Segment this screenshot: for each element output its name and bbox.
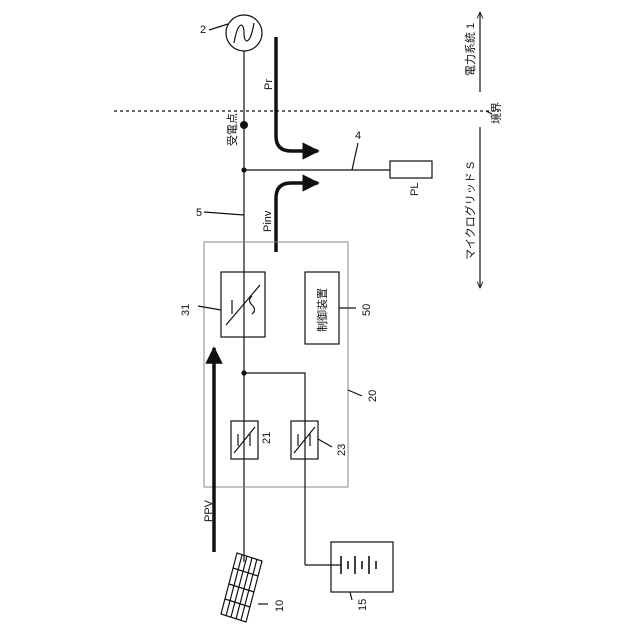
pv-panel-10 xyxy=(221,553,262,622)
controller50-label: 50 xyxy=(361,304,373,316)
grid-source xyxy=(226,15,262,51)
grid-number-label: 2 xyxy=(200,24,206,36)
ppv-label: PPV xyxy=(203,499,215,522)
inverter-ac-symbol xyxy=(250,296,255,314)
controller-text: 制御装置 xyxy=(315,288,329,332)
inverter31-label: 31 xyxy=(180,304,192,316)
inverter31-leader xyxy=(198,306,221,310)
pr-label: Pr xyxy=(263,79,275,90)
pv10-label: 10 xyxy=(274,600,286,612)
receiving-point-dot xyxy=(240,121,248,129)
box20-label: 20 xyxy=(367,390,379,402)
microgrid-label: マイクログリッド S xyxy=(463,162,477,260)
grid-region-label: 電力系統 1 xyxy=(463,23,477,76)
line5-leader xyxy=(204,212,244,215)
converter23-label: 23 xyxy=(336,444,348,456)
pl-label: PL xyxy=(409,183,421,196)
receiving-point-label: 受電点 xyxy=(226,113,239,146)
box20-leader xyxy=(348,390,362,396)
line4-leader xyxy=(352,143,358,170)
inverter-diagonal xyxy=(226,285,260,325)
converter23-leader xyxy=(318,439,332,447)
power-conditioner-box-20 xyxy=(204,242,348,487)
line5-label: 5 xyxy=(196,207,202,219)
boundary-label: 境界 xyxy=(489,102,503,124)
pr-flow-arrow xyxy=(276,37,318,151)
converter21-label: 21 xyxy=(261,432,273,444)
line4-label: 4 xyxy=(355,130,361,142)
battery-branch-line xyxy=(244,373,305,565)
load-pl xyxy=(390,161,432,178)
battery-cells-icon xyxy=(341,556,376,574)
grid-number-leader xyxy=(209,24,228,30)
battery15-label: 15 xyxy=(357,599,369,611)
sine-wave-icon xyxy=(234,23,254,43)
battery15-leader xyxy=(350,592,352,600)
load-branch-node xyxy=(241,167,246,172)
pinv-label: Pinv xyxy=(262,210,274,232)
